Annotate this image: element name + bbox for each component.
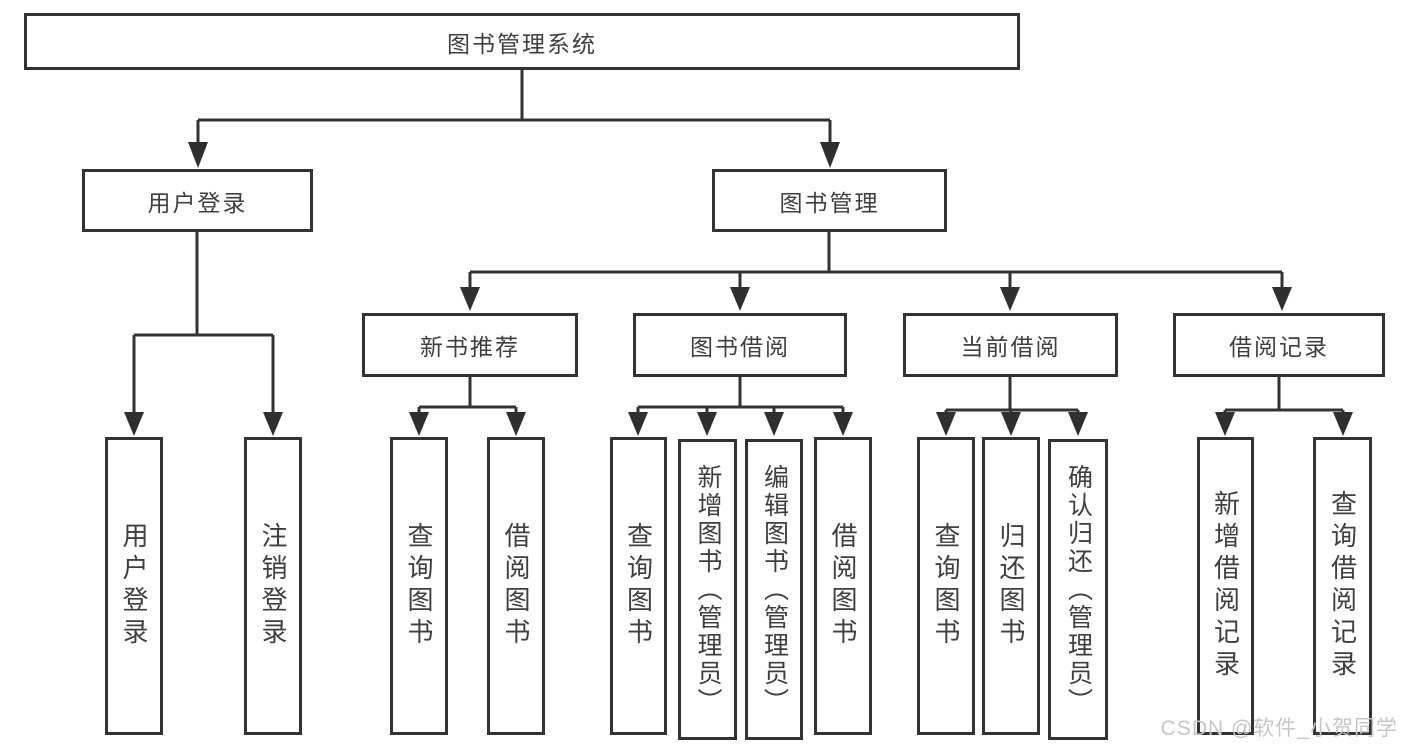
arrowhead-icon [936, 412, 956, 436]
leaf-query-book-recommend: 查询图书 [390, 437, 448, 735]
leaf-confirm-return-admin: 确认归还（管理员） [1048, 439, 1108, 740]
arrowhead-icon [1068, 412, 1088, 436]
leaf-query-borrow-record: 查询借阅记录 [1313, 437, 1372, 735]
arrowhead-icon [764, 412, 784, 436]
arrowhead-icon [730, 287, 750, 311]
arrowhead-icon [1333, 412, 1353, 436]
arrowhead-icon [1272, 287, 1292, 311]
node-label: 查询图书 [931, 522, 961, 650]
leaf-borrow-book: 借阅图书 [814, 437, 872, 735]
arrowhead-icon [409, 412, 429, 436]
leaf-add-book-admin: 新增图书（管理员） [678, 439, 737, 740]
node-label: 借阅图书 [828, 522, 858, 650]
arrowhead-icon [124, 412, 144, 436]
leaf-add-borrow-record: 新增借阅记录 [1197, 437, 1254, 735]
arrowhead-icon [833, 412, 853, 436]
leaf-return-book: 归还图书 [982, 437, 1040, 735]
node-label: 确认归还（管理员） [1064, 463, 1093, 716]
arrowhead-icon [506, 412, 526, 436]
node-book-management: 图书管理 [712, 169, 947, 232]
node-label: 当前借阅 [960, 334, 1061, 360]
node-label: 借阅记录 [1229, 334, 1329, 360]
node-label: 图书管理 [779, 189, 880, 216]
arrowhead-icon [460, 287, 480, 311]
leaf-logout: 注销登录 [244, 437, 302, 735]
node-label: 图书借阅 [690, 334, 790, 360]
arrowhead-icon [188, 142, 208, 168]
node-label: 图书管理系统 [447, 30, 597, 57]
node-label: 用户登录 [119, 522, 149, 650]
node-label: 借阅图书 [501, 522, 531, 650]
arrowhead-icon [697, 412, 717, 436]
node-library-management-system: 图书管理系统 [24, 13, 1020, 70]
arrowhead-icon [820, 142, 840, 168]
node-current-borrow: 当前借阅 [903, 313, 1118, 377]
leaf-borrow-book-recommend: 借阅图书 [487, 437, 545, 735]
node-label: 编辑图书（管理员） [760, 463, 789, 716]
arrowhead-icon [628, 412, 648, 436]
csdn-watermark: CSDN @软件_小贺同学 [1160, 717, 1398, 740]
node-new-book-recommend: 新书推荐 [362, 313, 578, 377]
node-label: 用户登录 [147, 189, 248, 216]
node-label: 查询图书 [623, 522, 654, 650]
leaf-user-login: 用户登录 [105, 437, 163, 735]
arrowhead-icon [1215, 412, 1235, 436]
node-label: 查询图书 [404, 522, 434, 650]
arrowhead-icon [1001, 412, 1021, 436]
node-label: 查询借阅记录 [1327, 490, 1358, 682]
leaf-query-book-borrow: 查询图书 [610, 437, 667, 735]
leaf-query-book-current: 查询图书 [917, 437, 975, 735]
node-label: 归还图书 [996, 522, 1026, 650]
arrowhead-icon [1000, 287, 1020, 311]
leaf-edit-book-admin: 编辑图书（管理员） [745, 439, 803, 740]
node-label: 新书推荐 [420, 334, 520, 360]
node-label: 新增借阅记录 [1210, 490, 1241, 682]
arrowhead-icon [263, 412, 283, 436]
node-label: 注销登录 [258, 522, 288, 650]
node-label: 新增图书（管理员） [694, 463, 722, 716]
node-user-login: 用户登录 [82, 169, 313, 232]
node-borrow-record: 借阅记录 [1173, 313, 1385, 377]
node-book-borrow: 图书借阅 [633, 313, 847, 377]
